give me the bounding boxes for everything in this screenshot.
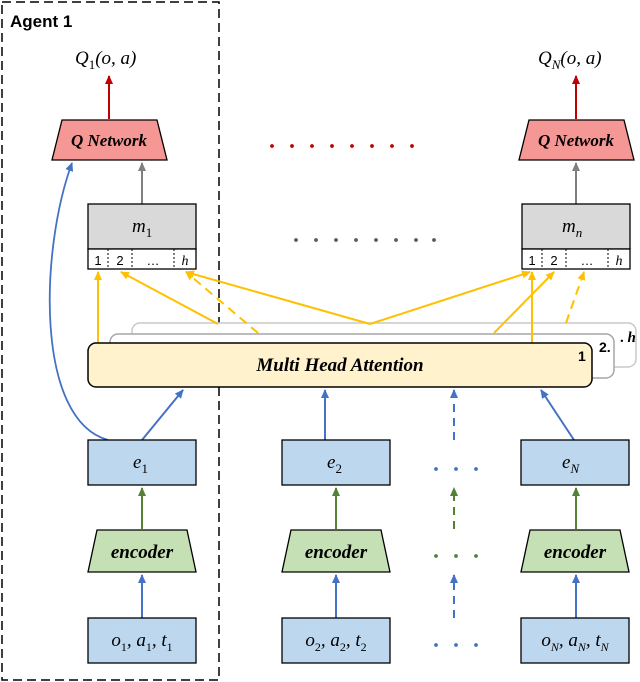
attention-layer-label-1: 1 bbox=[578, 348, 586, 364]
attn-arrow-h-first bbox=[185, 271, 259, 334]
head-cell-1-first: 1 bbox=[94, 253, 101, 268]
embedding-label-1: e1 bbox=[133, 452, 148, 476]
q-network-label-last: Q Network bbox=[538, 131, 615, 150]
q-output-first: Q1(o, a) bbox=[75, 48, 136, 72]
embedding-box-1 bbox=[87, 439, 197, 486]
embedding-box-n bbox=[520, 439, 630, 486]
head-cell-1-last: 1 bbox=[528, 253, 535, 268]
attention-label: Multi Head Attention bbox=[255, 355, 423, 376]
agent-label: Agent 1 bbox=[10, 12, 72, 31]
input-box-n bbox=[520, 617, 630, 664]
dots-green-encoders bbox=[434, 554, 478, 558]
message-label-first: m1 bbox=[132, 216, 152, 240]
encoder-label-1: encoder bbox=[111, 542, 174, 563]
dots-gray bbox=[294, 238, 436, 242]
head-cell-h-first: h bbox=[182, 254, 189, 269]
input-label-1: o1, a1, t1 bbox=[111, 630, 172, 654]
skip-arrow bbox=[48, 162, 109, 441]
input-box-2 bbox=[281, 617, 391, 664]
head-cell-2-last: 2 bbox=[550, 253, 557, 268]
embedding-box-2 bbox=[281, 439, 391, 486]
e-arrow-1 bbox=[141, 389, 184, 441]
head-cell-ellipsis-last: … bbox=[581, 253, 594, 268]
attn-arrow-2-first bbox=[120, 271, 219, 325]
encoder-2 bbox=[281, 529, 391, 573]
attn-arrow-a-first bbox=[185, 270, 371, 325]
encoder-1 bbox=[87, 529, 197, 573]
head-cell-2-first: 2 bbox=[116, 253, 123, 268]
dots-blue-inputs bbox=[434, 643, 478, 647]
encoder-label-n: encoder bbox=[544, 542, 607, 563]
attention-block bbox=[87, 342, 593, 388]
input-box-1 bbox=[87, 617, 197, 664]
embedding-label-n: eN bbox=[562, 452, 580, 476]
q-network-last bbox=[518, 119, 635, 161]
q-network-first bbox=[51, 119, 168, 161]
embedding-label-2: e2 bbox=[327, 452, 342, 476]
agent-1-frame bbox=[1, 1, 220, 681]
dots-blue-embeddings bbox=[434, 467, 478, 471]
head-cell-ellipsis-first: … bbox=[147, 253, 160, 268]
dots-red bbox=[270, 144, 414, 148]
attention-arrows bbox=[94, 270, 586, 343]
attention-layer-label-2: 2. bbox=[599, 339, 611, 355]
q-output-last: QN(o, a) bbox=[538, 48, 602, 72]
e-arrow-n bbox=[540, 389, 575, 441]
head-cell-h-last: h bbox=[616, 254, 623, 269]
input-label-2: o2, a2, t2 bbox=[305, 630, 366, 654]
attn-arrow-b-last bbox=[493, 271, 555, 334]
message-box-last bbox=[521, 203, 631, 270]
input-label-n: oN, aN, tN bbox=[541, 630, 609, 654]
encoder-n bbox=[520, 529, 630, 573]
message-box-first bbox=[87, 203, 197, 270]
message-label-last: mn bbox=[562, 216, 582, 240]
attn-arrow-a-last bbox=[369, 270, 531, 325]
q-network-label-first: Q Network bbox=[71, 131, 148, 150]
encoder-label-2: encoder bbox=[305, 542, 368, 563]
attention-layer-label-h: . h bbox=[620, 330, 636, 346]
attn-arrow-h-last bbox=[565, 271, 586, 324]
